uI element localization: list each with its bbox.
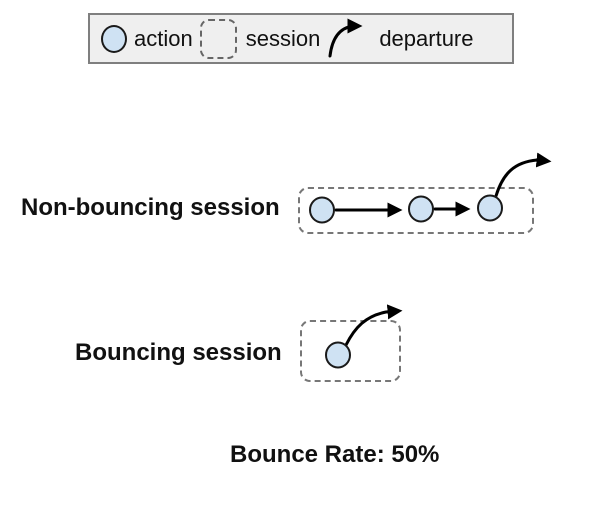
departure-arrow-icon — [328, 18, 363, 58]
bounce-rate-text: Bounce Rate: 50% — [230, 441, 440, 468]
non-bouncing-session-box — [298, 187, 534, 234]
row-label-non-bouncing: Non-bouncing session — [21, 194, 280, 221]
row-label-bouncing: Bouncing session — [75, 339, 282, 366]
legend-label-departure: departure — [379, 25, 474, 51]
bouncing-session-box — [300, 320, 401, 382]
legend-label-action: action — [134, 25, 193, 51]
legend-label-session: session — [245, 25, 321, 51]
action-icon — [101, 24, 127, 53]
session-icon — [199, 18, 237, 59]
legend: action session departure — [88, 13, 514, 64]
